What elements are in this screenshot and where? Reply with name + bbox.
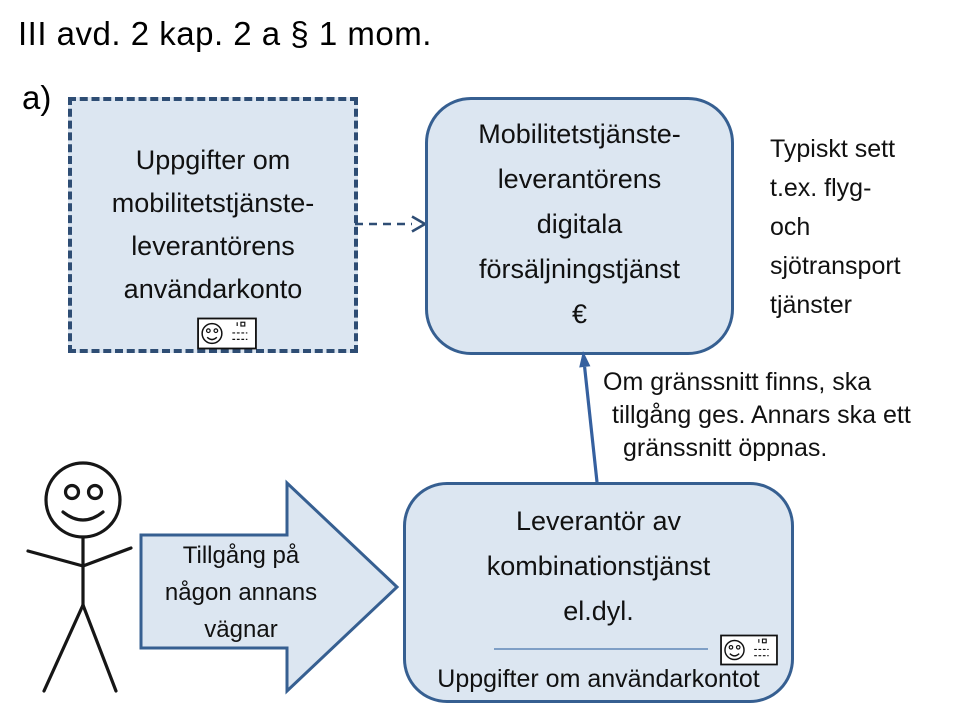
box-user-account: Uppgifter om mobilitetstjänste- leverant… [68, 97, 358, 353]
note-typical-line: tjänster [770, 291, 852, 319]
dashed-arrow [355, 215, 428, 233]
note-typical-line: Typiskt sett [770, 135, 896, 163]
box-user-account-line: leverantörens [131, 231, 295, 261]
block-arrow-label: Tillgång på någon annans vägnar [146, 537, 336, 648]
note-interface-line: tillgång ges. Annars ska ett [612, 401, 911, 429]
box-user-account-line: användarkonto [123, 274, 303, 304]
note-typical-line: och [770, 213, 811, 241]
box-combination-line: el.dyl. [563, 596, 634, 626]
id-card-smiley-icon [720, 634, 778, 666]
box-user-account-line: Uppgifter om [135, 145, 291, 175]
block-arrow [139, 479, 400, 695]
note-interface-rule: Om gränssnitt finns, ska tillgång ges. A… [603, 366, 911, 465]
box-sales-service-line: Mobilitetstjänste- [478, 119, 681, 149]
note-interface-line: gränssnitt öppnas. [623, 434, 828, 462]
up-arrow [579, 351, 599, 483]
box-user-account-line: mobilitetstjänste- [111, 188, 315, 218]
stick-figure-icon [26, 461, 133, 693]
box-sales-service-line: leverantörens [497, 164, 662, 194]
box-combination-footer: Uppgifter om användarkontot [437, 665, 760, 693]
block-arrow-line: vägnar [204, 616, 278, 643]
note-typical-line: t.ex. flyg- [770, 174, 872, 202]
block-arrow-line: Tillgång på [182, 542, 300, 569]
box-sales-service: Mobilitetstjänste- leverantörens digital… [425, 97, 734, 355]
euro-symbol: € [571, 299, 588, 329]
note-typical-services: Typiskt sett t.ex. flyg- och sjötranspor… [770, 130, 901, 325]
box-sales-service-text: Mobilitetstjänste- leverantörens digital… [428, 112, 731, 337]
box-combination-provider: Leverantör av kombinationstjänst el.dyl.… [403, 482, 794, 703]
block-arrow-line: någon annans [164, 579, 318, 606]
section-label-a: a) [22, 79, 52, 116]
box-sales-service-line: digitala [536, 209, 623, 239]
box-sales-service-line: försäljningstjänst [478, 254, 681, 284]
note-interface-line: Om gränssnitt finns, ska [603, 368, 872, 396]
box-combination-line: Leverantör av [515, 506, 682, 536]
box-user-account-text: Uppgifter om mobilitetstjänste- leverant… [72, 139, 354, 311]
box-combination-line: kombinationstjänst [486, 551, 711, 581]
id-card-smiley-icon [197, 317, 257, 350]
box-combination-provider-text: Leverantör av kombinationstjänst el.dyl. [406, 499, 791, 634]
divider-line [494, 648, 708, 650]
slide-title: III avd. 2 kap. 2 a § 1 mom. [18, 15, 432, 52]
note-typical-line: sjötransport [770, 252, 901, 280]
